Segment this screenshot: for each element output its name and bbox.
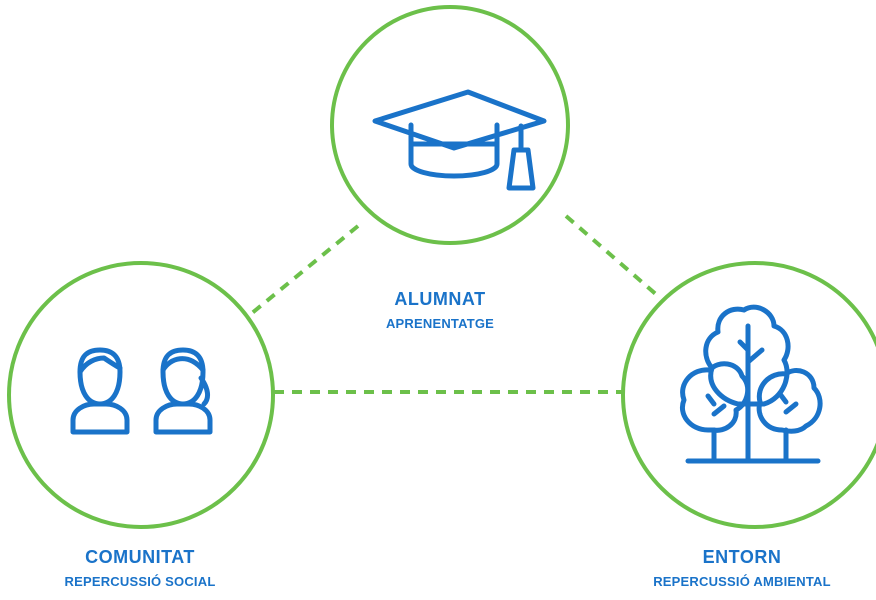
alumnat-title: ALUMNAT [394, 289, 486, 309]
connector-alumnat-comunitat [244, 224, 360, 320]
label-entorn: ENTORN REPERCUSSIÓ AMBIENTAL [608, 546, 876, 592]
comunitat-title: COMUNITAT [85, 547, 195, 567]
comunitat-subtitle: REPERCUSSIÓ SOCIAL [64, 574, 216, 589]
connectors [244, 214, 660, 394]
people-icon [70, 347, 213, 435]
entorn-title: ENTORN [702, 547, 782, 567]
label-comunitat: COMUNITAT REPERCUSSIÓ SOCIAL [20, 546, 260, 592]
trees-icon [680, 304, 823, 464]
alumnat-subtitle: APRENENTATGE [385, 316, 495, 331]
entorn-subtitle: REPERCUSSIÓ AMBIENTAL [653, 574, 831, 589]
connector-alumnat-entorn [564, 214, 660, 298]
graduation-cap-icon [372, 89, 547, 191]
label-alumnat: ALUMNAT APRENENTATGE [360, 288, 520, 334]
node-circle-comunitat [7, 261, 275, 529]
